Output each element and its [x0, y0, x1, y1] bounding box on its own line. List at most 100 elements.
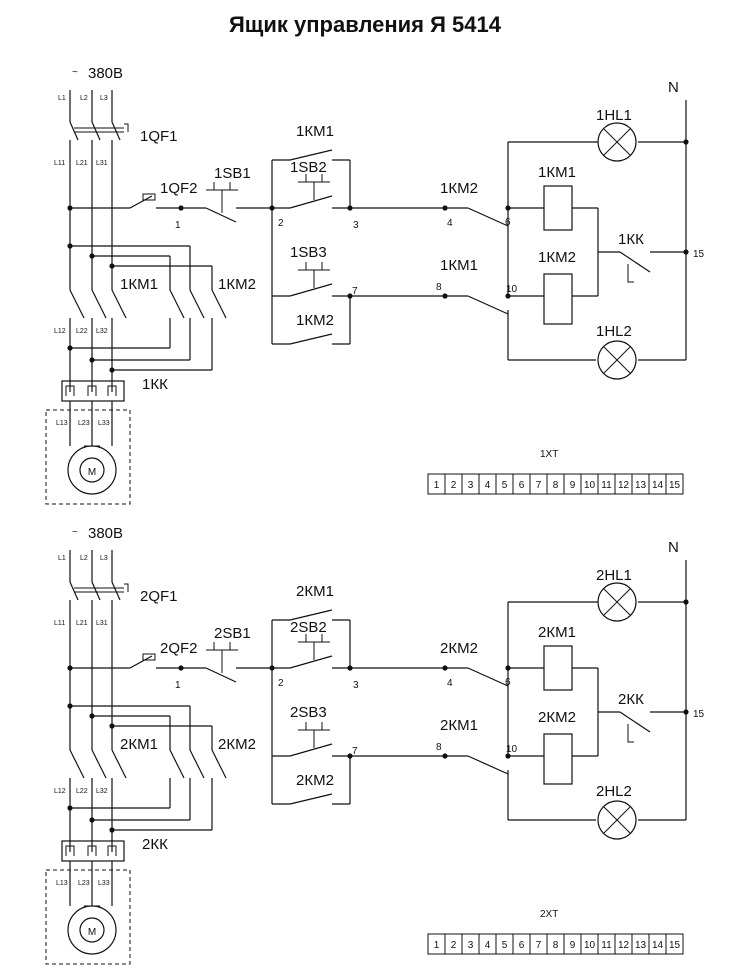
kk-thermal-icon — [627, 264, 634, 283]
km1-main-contact — [91, 289, 107, 319]
node-number: 1 — [175, 680, 181, 691]
hl2-label: 2HL2 — [596, 783, 632, 800]
node-number: 15 — [693, 709, 705, 720]
km1-main-contact — [91, 749, 107, 779]
node-number: 8 — [436, 742, 442, 753]
km2-coil — [543, 273, 573, 325]
breaker-contact — [91, 121, 101, 141]
terminal-number: 1 — [434, 480, 440, 491]
terminal-number: 10 — [584, 940, 596, 951]
junction-dot — [109, 367, 115, 373]
km1-main-label: 2КМ1 — [120, 736, 158, 753]
kk-contact — [619, 251, 651, 273]
motor-label: M — [88, 927, 96, 938]
junction-dot — [67, 345, 73, 351]
junction-dot — [347, 205, 353, 211]
km2-aux-contact — [289, 333, 333, 345]
sb1-contact — [205, 667, 237, 683]
terminal-block — [427, 473, 684, 495]
sb2-contact — [289, 195, 333, 209]
hl1-lamp-icon — [597, 582, 637, 622]
junction-dot — [109, 827, 115, 833]
km2-coil-label: 1КМ2 — [538, 249, 576, 266]
phase-label: L2 — [80, 95, 88, 102]
phase-label: L31 — [96, 160, 108, 167]
km2-interlock-label: 1КМ2 — [440, 180, 478, 197]
hl2-lamp-icon — [597, 800, 637, 840]
phase-label: L22 — [76, 328, 88, 335]
km2-aux-label: 1КМ2 — [296, 312, 334, 329]
supply-label: 380В — [88, 65, 123, 82]
terminal-number: 11 — [601, 940, 612, 951]
qf2-thermal-icon — [142, 653, 156, 661]
phase-label: L12 — [54, 788, 66, 795]
phase-label: L13 — [56, 880, 68, 887]
phase-label: L23 — [78, 420, 90, 427]
motor-rotor-icon — [79, 457, 105, 483]
node-number: 15 — [693, 249, 705, 260]
motor-enclosure — [45, 869, 131, 965]
qf2-label: 2QF2 — [160, 640, 198, 657]
km1-interlock-contact — [467, 755, 509, 775]
terminal-number: 6 — [519, 940, 525, 951]
breaker-qf1-label: 2QF1 — [140, 588, 178, 605]
node-number: 7 — [352, 286, 358, 297]
sb1-contact — [205, 207, 237, 223]
breaker-contact — [91, 581, 101, 601]
phase-label: L2 — [80, 555, 88, 562]
ac-symbol-icon: ~ — [72, 67, 78, 78]
kk-thermal-icon — [627, 724, 634, 743]
terminal-number: 6 — [519, 480, 525, 491]
km2-main-contact — [169, 289, 185, 319]
node-number: 2 — [278, 678, 284, 689]
hl2-label: 1HL2 — [596, 323, 632, 340]
sb1-pushbutton-icon — [213, 642, 231, 651]
terminal-number: 4 — [485, 940, 491, 951]
phase-label: L11 — [54, 620, 65, 627]
terminal-number: 14 — [652, 940, 664, 951]
node-number: 7 — [352, 746, 358, 757]
thermal-element — [87, 845, 97, 856]
ac-symbol-icon: ~ — [72, 527, 78, 538]
km1-coil-label: 2КМ1 — [538, 624, 576, 641]
terminal-number: 11 — [601, 480, 612, 491]
phase-label: L3 — [100, 555, 108, 562]
km2-coil — [543, 733, 573, 785]
terminal-block — [427, 933, 684, 955]
terminal-number: 12 — [618, 480, 630, 491]
phase-label: L21 — [76, 160, 88, 167]
breaker-qf1-label: 1QF1 — [140, 128, 178, 145]
thermal-element — [87, 385, 97, 396]
phase-label: L22 — [76, 788, 88, 795]
terminal-number: 9 — [570, 480, 576, 491]
terminal-number: 2 — [451, 480, 457, 491]
phase-label: L21 — [76, 620, 88, 627]
terminal-number: 7 — [536, 940, 542, 951]
node-number: 4 — [447, 678, 453, 689]
km1-aux-label: 1КМ1 — [296, 123, 334, 140]
node-number: 1 — [175, 220, 181, 231]
km2-main-label: 1КМ2 — [218, 276, 256, 293]
breaker-contact — [111, 121, 121, 141]
node-number: 3 — [353, 220, 359, 231]
km1-main-contact — [69, 749, 85, 779]
qf2-contact — [129, 195, 153, 209]
terminal-number: 13 — [635, 480, 647, 491]
motor-label: M — [88, 467, 96, 478]
kk-contact — [619, 711, 651, 733]
node-number: 4 — [447, 218, 453, 229]
terminal-number: 13 — [635, 940, 647, 951]
hl1-label: 1HL1 — [596, 107, 632, 124]
km1-coil — [543, 185, 573, 231]
terminal-number: 2 — [451, 940, 457, 951]
hl1-label: 2HL1 — [596, 567, 632, 584]
km2-main-contact — [211, 749, 227, 779]
motor-enclosure — [45, 409, 131, 505]
km2-interlock-label: 2КМ2 — [440, 640, 478, 657]
km1-coil-label: 1КМ1 — [538, 164, 576, 181]
km2-interlock-contact — [467, 207, 509, 227]
terminal-block-label: 1ХТ — [540, 449, 558, 460]
phase-label: L33 — [98, 880, 110, 887]
